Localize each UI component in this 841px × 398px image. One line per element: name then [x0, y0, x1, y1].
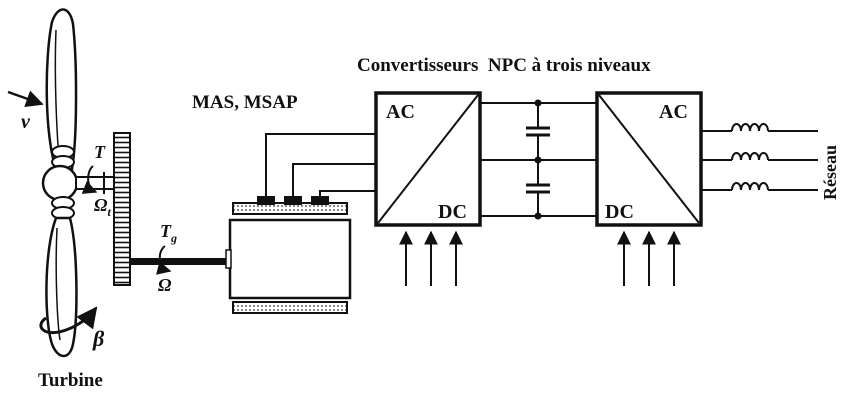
- high-speed-shaft: [130, 258, 228, 265]
- wind-arrow: [7, 90, 44, 108]
- lower-blade: [45, 216, 78, 358]
- machine-label: MAS, MSAP: [192, 92, 298, 113]
- converter-title: Convertisseurs NPC à trois niveaux: [357, 55, 651, 76]
- pitch-arrow: [39, 306, 98, 335]
- terminal-3: [311, 196, 329, 205]
- dc-bus-node-mid: [534, 156, 542, 164]
- turbine-speed-label: Ωt: [94, 195, 111, 219]
- rotor: [228, 218, 352, 300]
- gearbox-gear: [113, 132, 131, 286]
- terminal-2: [284, 196, 302, 205]
- turbine-label: Turbine: [38, 370, 103, 391]
- generator-torque-label: Tg: [160, 221, 177, 245]
- generator: [225, 196, 352, 314]
- generator-torque-arrow: [156, 245, 172, 275]
- wind-speed-label: v: [21, 111, 31, 133]
- rectifier-dc-label: DC: [438, 201, 467, 223]
- upper-blade: [45, 8, 78, 180]
- converter-inverter: [595, 91, 703, 227]
- turbine-torque-arrow: [81, 165, 98, 194]
- rectifier-ac-label: AC: [386, 101, 415, 123]
- generator-speed-label: Ω: [158, 275, 172, 295]
- grid-label: Réseau: [820, 145, 840, 200]
- terminal-1: [257, 196, 275, 205]
- inverter-ac-label: AC: [659, 101, 688, 123]
- grid-filter: [701, 123, 818, 191]
- stator-bottom: [232, 301, 348, 314]
- control-arrows: [399, 230, 681, 286]
- converter-rectifier: [374, 91, 482, 227]
- turbine-torque-label: T: [94, 142, 106, 162]
- dc-bus-node-bottom: [534, 212, 542, 220]
- rotor-hub: [41, 164, 79, 202]
- dc-bus-node-top: [534, 99, 542, 107]
- inverter-dc-label: DC: [605, 201, 634, 223]
- machine-converter-wires: [265, 133, 376, 196]
- pitch-label: β: [92, 326, 105, 351]
- turbine: [7, 8, 228, 358]
